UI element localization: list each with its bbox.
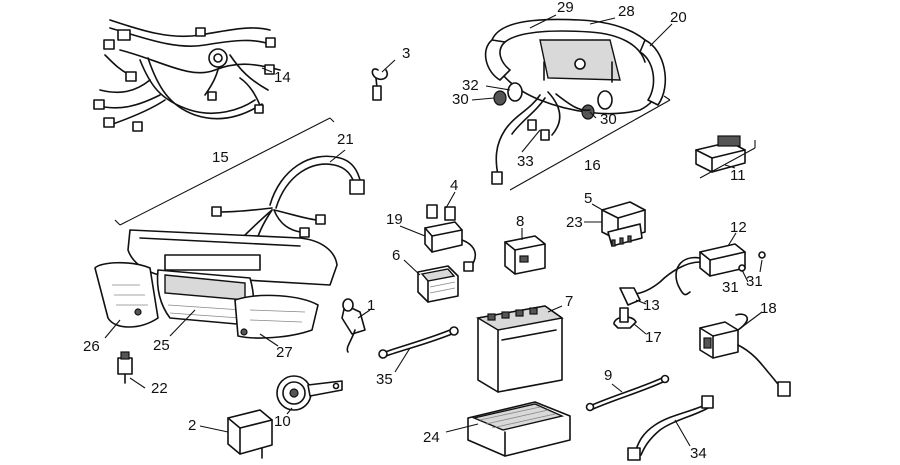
callout-35: 35 (376, 371, 393, 388)
callout-12: 12 (730, 219, 747, 236)
callout-26: 26 (83, 338, 100, 355)
callout-17: 17 (645, 329, 662, 346)
callout-7: 7 (565, 293, 573, 310)
ignition-coil-part-12 (619, 243, 766, 306)
callout-10: 10 (274, 413, 291, 430)
group-bracket-11 (699, 140, 756, 179)
relay-part-2 (227, 409, 273, 459)
callout-labels: 1 2 3 4 5 6 7 8 9 10 11 12 13 14 15 16 1… (83, 0, 777, 462)
callout-33: 33 (517, 153, 534, 170)
connector-part-22 (117, 351, 133, 384)
callout-11: 11 (730, 167, 746, 184)
fuse-holder-part-19 (424, 204, 477, 272)
callout-4: 4 (450, 177, 458, 194)
callout-18: 18 (760, 300, 777, 317)
callout-32: 32 (462, 77, 479, 94)
callout-20: 20 (670, 9, 687, 26)
battery-part-7 (476, 305, 564, 393)
switch-part-11 (695, 135, 746, 173)
wiring-harness-part-14 (93, 19, 281, 132)
callout-25: 25 (153, 337, 170, 354)
regulator-part-23 (601, 201, 646, 247)
callout-30b: 30 (600, 111, 617, 128)
cable-part-35 (378, 326, 459, 359)
battery-tray-part-24 (467, 401, 571, 457)
callout-2: 2 (188, 417, 196, 434)
callout-1: 1 (367, 297, 375, 314)
fuse-box-part-6 (417, 265, 459, 303)
horn-part-10 (276, 375, 343, 411)
callout-29: 29 (557, 0, 574, 16)
front-lamp-assembly-part-15 (94, 229, 338, 339)
callout-31a: 31 (722, 279, 739, 296)
group-bracket-16 (509, 95, 671, 191)
callout-3: 3 (402, 45, 410, 62)
callout-13: 13 (643, 297, 660, 314)
hook-clip-part-3 (371, 68, 389, 101)
bulb-socket-part-1 (341, 298, 366, 353)
tail-light-assembly-part-16 (484, 18, 667, 185)
callout-21: 21 (337, 131, 354, 148)
callout-31b: 31 (746, 273, 763, 290)
cable-part-9 (585, 374, 670, 412)
callout-6: 6 (392, 247, 400, 264)
callout-22: 22 (151, 380, 168, 397)
callout-27: 27 (276, 344, 293, 361)
callout-23: 23 (566, 214, 583, 231)
callout-15: 15 (212, 149, 229, 166)
callout-19: 19 (386, 211, 403, 228)
wire-lead-part-34 (627, 395, 714, 461)
callout-8: 8 (516, 213, 524, 230)
callout-14: 14 (274, 69, 291, 86)
group-bracket-15 (114, 117, 335, 226)
callout-34: 34 (690, 445, 707, 462)
callout-16: 16 (584, 157, 601, 174)
flasher-part-8 (504, 235, 546, 275)
spark-plug-cap-part-17 (613, 307, 637, 329)
leader-lines (104, 14, 763, 447)
callout-24: 24 (423, 429, 440, 446)
callout-28: 28 (618, 3, 635, 20)
callout-30a: 30 (452, 91, 469, 108)
callout-5: 5 (584, 190, 592, 207)
starter-relay-part-18 (699, 313, 791, 397)
callout-9: 9 (604, 367, 612, 384)
